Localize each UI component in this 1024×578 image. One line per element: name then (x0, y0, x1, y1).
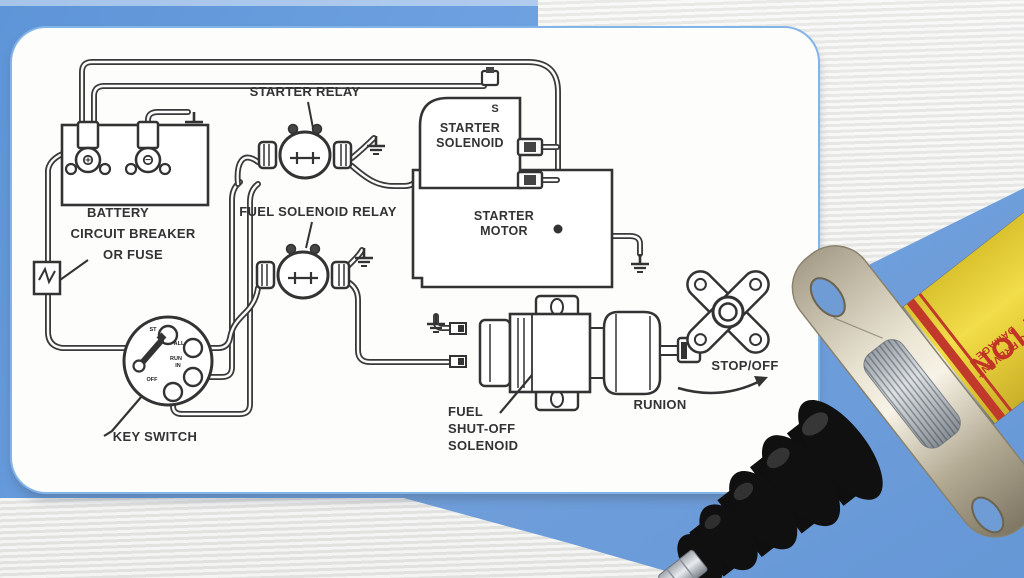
blue-backdrop-highlight (0, 0, 538, 6)
bracket-hole-bottom (971, 496, 1005, 534)
battery: + − BATTERY (60, 120, 210, 220)
starter-motor-label-1: STARTER (474, 209, 534, 223)
circuit-breaker-label-2: OR FUSE (103, 247, 163, 262)
starter-motor-label-2: MOTOR (480, 224, 528, 238)
solenoid-product-photo: CAUTION TO PREVENT DAMAGE (658, 179, 1024, 578)
plunger-stud (658, 549, 708, 578)
stop-off-label: STOP/OFF (711, 358, 778, 373)
knurled-ring (863, 339, 961, 449)
key-pos-all: ALL (174, 341, 185, 347)
fuel-solenoid-relay-label: FUEL SOLENOID RELAY (239, 204, 396, 219)
starter-motor: STARTER MOTOR (411, 147, 614, 289)
wiring-diagram-card: STARTER MOTOR S STARTER SOLENOID (12, 28, 818, 492)
key-switch: ST ALL RUN IN OFF KEY SWITCH (103, 315, 214, 444)
fuel-solenoid-label-1: FUEL (448, 404, 483, 419)
starter-relay-label: STARTER RELAY (250, 84, 361, 99)
battery-minus-sign: − (145, 155, 151, 166)
fuel-solenoid-label-2: SHUT-OFF (448, 421, 515, 436)
bracket-hole-top (809, 277, 846, 318)
battery-plus-sign: + (85, 156, 91, 167)
starter-solenoid: S STARTER SOLENOID (418, 67, 544, 190)
fuel-solenoid-relay: FUEL SOLENOID RELAY (239, 204, 396, 300)
starter-solenoid-label-2: SOLENOID (436, 136, 504, 150)
trunion-lever: RUNION STOP/OFF (633, 270, 778, 412)
starter-relay: STARTER RELAY (250, 84, 361, 180)
rubber-boot (677, 399, 883, 578)
key-pos-run: RUN (170, 356, 182, 362)
runion-label: RUNION (633, 397, 686, 412)
fuel-solenoid-label-3: SOLENOID (448, 438, 518, 453)
circuit-breaker: CIRCUIT BREAKER OR FUSE (32, 226, 196, 296)
key-pos-st: ST (149, 327, 157, 333)
key-pos-in: IN (175, 363, 181, 369)
ground-symbol-fuel-relay (353, 246, 375, 268)
starter-solenoid-label-1: STARTER (440, 121, 500, 135)
battery-label: BATTERY (87, 205, 149, 220)
circuit-breaker-label-1: CIRCUIT BREAKER (70, 226, 195, 241)
wiring-diagram: STARTER MOTOR S STARTER SOLENOID (32, 28, 778, 453)
key-switch-label: KEY SWITCH (113, 429, 197, 444)
key-pos-off: OFF (147, 377, 159, 383)
s-terminal-label: S (491, 103, 498, 115)
